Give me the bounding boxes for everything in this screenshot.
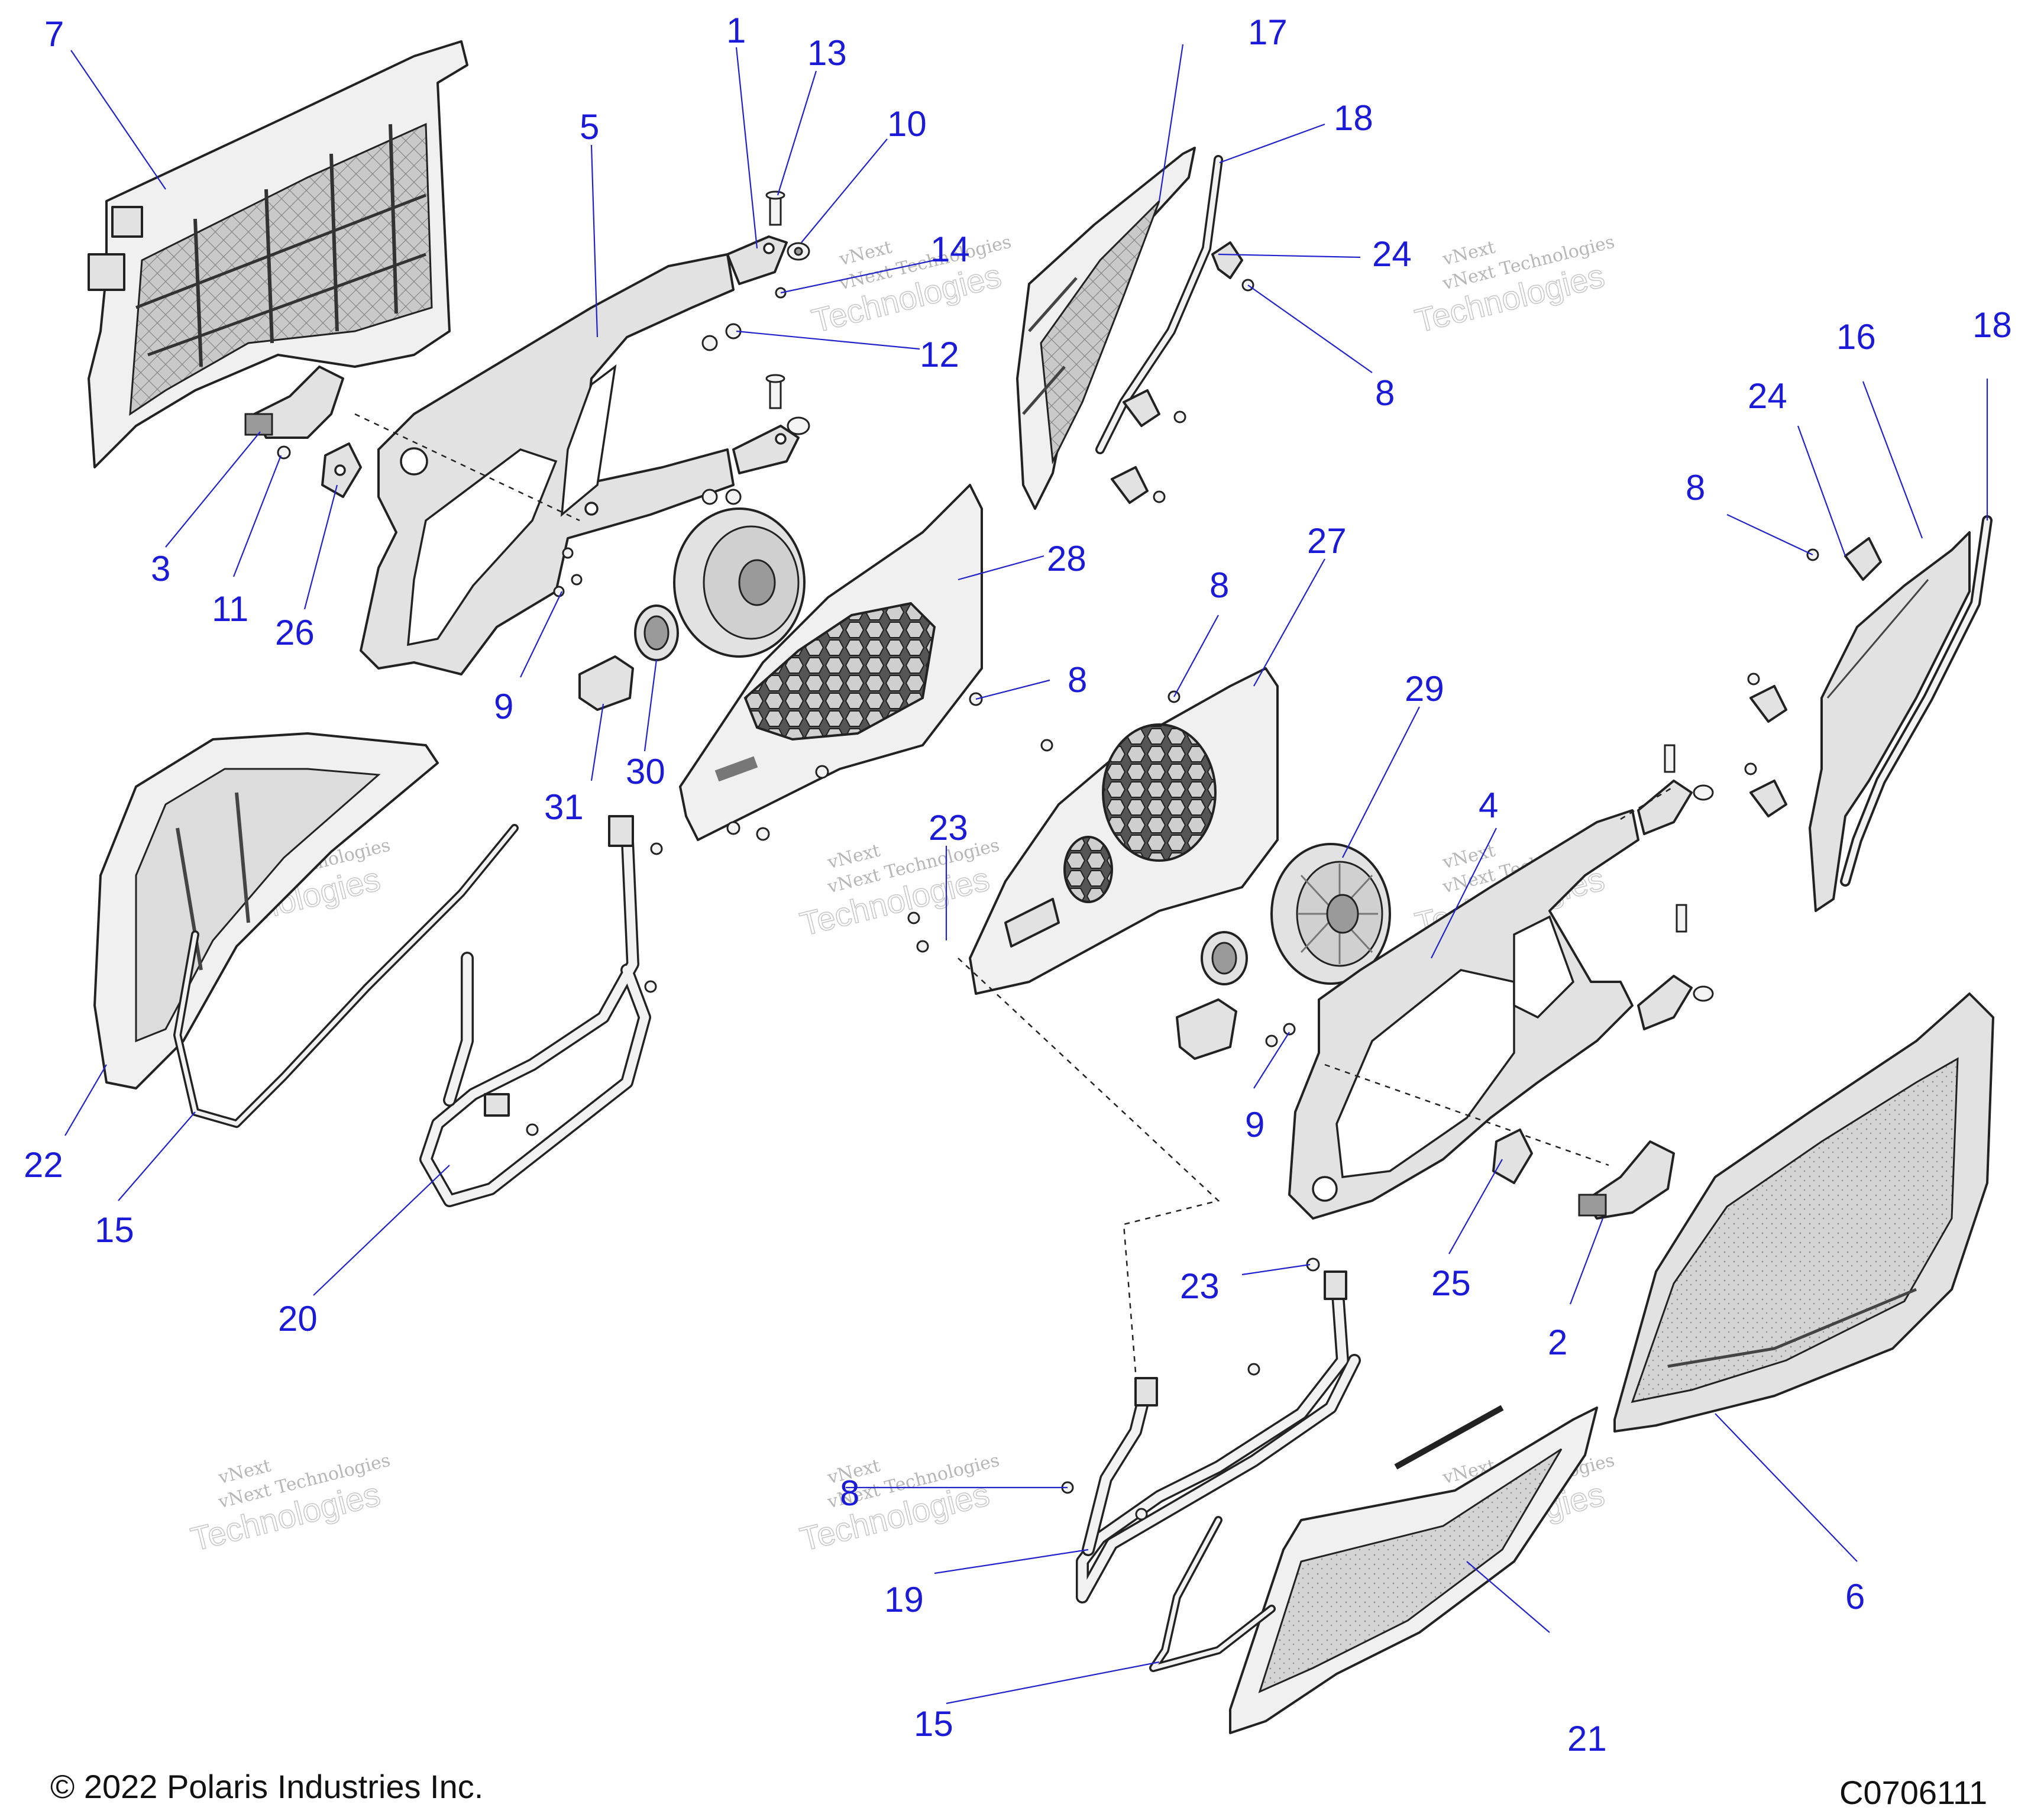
callout-6: 6 (1845, 1577, 1865, 1616)
callout-15-left: 15 (95, 1210, 134, 1250)
part-8-screws-right (1744, 548, 1819, 775)
leader-lines (64, 44, 1988, 1705)
latch-dashed-leader (354, 413, 580, 522)
callout-9-left: 9 (494, 687, 513, 726)
part-13-hinge-bolt-lower (765, 374, 785, 409)
callout-8-trim-left: 8 (1068, 660, 1087, 700)
speaker-woofer-left (673, 507, 806, 658)
watermark: vNext vNext Technologies Technologies (808, 231, 1014, 340)
callout-7: 7 (44, 14, 64, 54)
part-18-door-seal-right-upper (1095, 155, 1223, 454)
callout-18-upper: 18 (1334, 98, 1373, 138)
latch-dashed-leader-right (1324, 1063, 1609, 1166)
callout-17: 17 (1248, 12, 1288, 52)
part-13-hinge-bolt (765, 190, 785, 226)
callout-24-upper: 24 (1372, 234, 1412, 274)
diagram-code: C0706111 (1839, 1774, 1987, 1811)
callout-27: 27 (1307, 521, 1347, 561)
callout-12: 12 (920, 335, 959, 374)
callout-4: 4 (1479, 785, 1498, 825)
part-6-lower-door-panel-right (1613, 992, 1994, 1433)
part-4-right-door-frame (1288, 809, 1639, 1220)
part-10-hinge-nut-lower (787, 416, 810, 435)
part-10-hinge-nut (787, 242, 810, 261)
callout-28: 28 (1047, 539, 1086, 578)
callout-25: 25 (1431, 1263, 1471, 1303)
part-21-lower-door-shell-right (1229, 1405, 1598, 1734)
part-9-screws-right (1265, 1023, 1296, 1047)
callout-13: 13 (807, 33, 847, 73)
callout-8-trim-right: 8 (1209, 565, 1229, 605)
callout-8-right-panel: 8 (1686, 468, 1705, 507)
part-29-speaker-woofer-right (1270, 843, 1391, 985)
part-2-door-latch-right (1578, 1140, 1675, 1220)
part-27-right-door-trim-panel (969, 667, 1279, 995)
part-19-lower-door-frame-right (1076, 1270, 1361, 1603)
callout-31: 31 (544, 787, 584, 827)
callout-2: 2 (1548, 1323, 1567, 1362)
part-26-striker-plate-left (321, 442, 362, 498)
part-15-door-seal-right (1149, 1516, 1276, 1672)
screws-20 (526, 842, 663, 1136)
tweeter-right (1201, 931, 1248, 985)
part-lower-hinge-left (732, 425, 800, 474)
watermark: vNext vNext Technologies Technologies (187, 1450, 393, 1558)
copyright-text: © 2022 Polaris Industries Inc. (50, 1768, 483, 1805)
watermark: vNext vNext Technologies Technologies (796, 835, 1002, 943)
part-17-door-net-panel-right (1016, 147, 1196, 510)
part-15-door-seal-left (173, 824, 519, 1128)
callout-10: 10 (887, 104, 927, 144)
callout-5: 5 (580, 107, 599, 147)
hinges-right (1637, 744, 1714, 1030)
part-1-upper-hinge-left (726, 235, 788, 285)
callout-15-right: 15 (914, 1704, 953, 1744)
part-28-left-door-trim-panel (679, 484, 983, 841)
part-18-door-seal-right (1840, 515, 1993, 887)
part-11-latch-screw (277, 445, 291, 460)
callout-8-lower: 8 (840, 1473, 859, 1513)
part-3-door-latch-left (244, 366, 344, 439)
watermark: vNext vNext Technologies Technologies (1411, 231, 1617, 340)
watermarks: vNext vNext Technologies Technologies vN… (187, 225, 1617, 1558)
callout-3: 3 (151, 549, 170, 589)
screws-28 (726, 765, 829, 841)
callout-26: 26 (275, 613, 315, 652)
callout-8-upper-right: 8 (1375, 373, 1395, 413)
part-20-lower-door-frame-left (419, 815, 651, 1207)
callout-24-right: 24 (1748, 376, 1787, 416)
part-24-clips-upper (1111, 241, 1243, 504)
watermark: vNext vNext Technologies Technologies (796, 1450, 1002, 1558)
callout-23-lower: 23 (1180, 1266, 1220, 1306)
callout-9-right: 9 (1245, 1105, 1264, 1144)
part-22-lower-door-panel-left (93, 732, 439, 1089)
part-24-clips-right (1749, 537, 1882, 817)
part-16-upper-door-panel-right (1809, 531, 1971, 912)
callout-16: 16 (1836, 317, 1876, 357)
callout-1: 1 (726, 11, 746, 50)
part-12-screws (701, 323, 742, 505)
callout-19: 19 (884, 1580, 924, 1619)
callout-23-upper: 23 (929, 808, 968, 848)
callout-11: 11 (212, 589, 248, 629)
part-7-door-net-panel (88, 40, 468, 468)
callout-20: 20 (278, 1299, 318, 1338)
crossover-right (1176, 998, 1237, 1060)
part-31-speaker-crossover (578, 655, 634, 711)
callout-labels: 1 2 3 4 5 6 7 8 8 8 8 8 9 9 10 11 12 13 … (24, 11, 2012, 1758)
callout-29: 29 (1405, 669, 1444, 709)
part-30-tweeter (634, 604, 679, 661)
callout-22: 22 (24, 1145, 63, 1185)
callout-18-right: 18 (1972, 305, 2012, 345)
callout-30: 30 (626, 752, 665, 791)
part-25-striker-plate-right (1492, 1129, 1533, 1184)
callout-14: 14 (930, 229, 970, 269)
part-8-screws-upper-right (1153, 279, 1254, 503)
callout-21: 21 (1567, 1719, 1607, 1758)
